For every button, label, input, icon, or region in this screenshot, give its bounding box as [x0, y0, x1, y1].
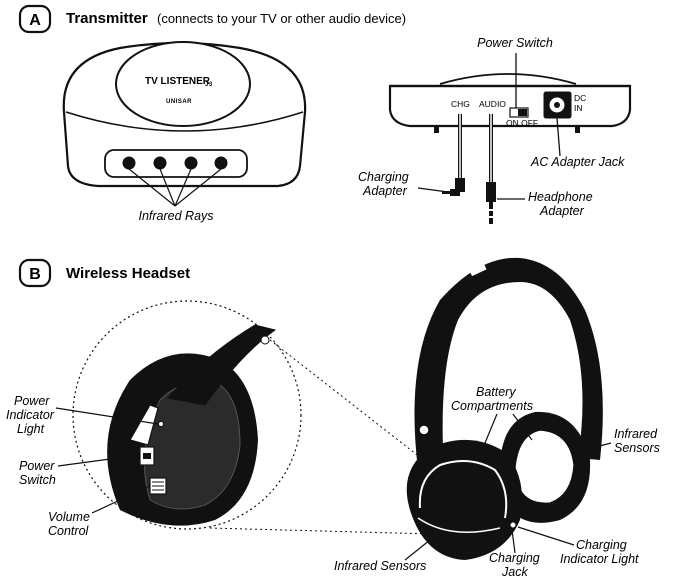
transmitter-rear-view	[388, 73, 632, 133]
leader-ac-adapter-jack	[556, 117, 561, 157]
label-infrared-sensors-right-line1: Infrared	[614, 427, 658, 441]
label-on-off: ON OFF	[506, 118, 538, 128]
charging-adapter-cable	[442, 114, 465, 196]
power-indicator-led	[158, 421, 164, 427]
charging-indicator-led	[509, 521, 517, 529]
label-battery-line1: Battery	[476, 385, 516, 399]
transmitter-rim	[65, 111, 304, 132]
headphone-adapter-cable	[486, 114, 496, 224]
label-battery-line2: Compartments	[451, 399, 533, 413]
infrared-window	[104, 149, 248, 178]
leader-battery-left	[479, 413, 498, 456]
headband	[414, 257, 603, 470]
label-ac-adapter-jack: AC Adapter Jack	[530, 155, 625, 169]
leader-infrared-sensors-right	[591, 442, 612, 449]
leader-power-switch-b	[57, 454, 141, 467]
transmitter-brand-suffix: J3	[205, 82, 213, 88]
infrared-rays-leaders	[128, 168, 222, 207]
label-power-indicator-line2: Indicator	[6, 408, 55, 422]
registered-mark	[260, 335, 270, 345]
label-infrared-rays: Infrared Rays	[138, 209, 213, 223]
transmitter-brand: TV LISTENER	[145, 76, 211, 87]
label-charging-jack-line1: Charging	[489, 551, 540, 565]
rear-top-dome	[439, 73, 577, 85]
zoom-circle	[72, 300, 302, 530]
label-power-switch-b-line2: Switch	[19, 473, 56, 487]
label-infrared-sensors-right-line2: Sensors	[614, 441, 660, 455]
rear-foot	[434, 126, 439, 133]
headset-full	[406, 257, 603, 560]
label-volume-control-line2: Control	[48, 524, 90, 538]
section-a-header: A Transmitter (connects to your TV or ot…	[18, 4, 406, 34]
leader-infrared-sensors-bottom	[404, 539, 431, 561]
section-a-badge	[18, 4, 52, 34]
label-in: IN	[574, 103, 583, 113]
headband-stem	[167, 324, 277, 406]
label-power-switch-a: Power Switch	[477, 36, 553, 50]
rear-foot	[575, 126, 580, 133]
label-charging-indicator-line2: Indicator Light	[560, 552, 639, 566]
label-charging-adapter-line1: Charging	[358, 170, 409, 184]
label-charging-jack-line2: Jack	[501, 565, 528, 579]
power-switch-knob	[518, 109, 527, 116]
section-b-badge	[18, 258, 52, 288]
infrared-emitter	[184, 156, 198, 170]
transmitter-top-disc	[115, 41, 251, 127]
section-b-header: B Wireless Headset	[18, 258, 190, 288]
label-chg-port: CHG	[451, 99, 470, 109]
section-a-subtitle: (connects to your TV or other audio devi…	[157, 11, 406, 26]
label-headphone-adapter-line1: Headphone	[528, 190, 593, 204]
leader-power-indicator	[55, 407, 159, 425]
earcup-closeup	[107, 324, 277, 526]
right-earcup-inner	[514, 429, 575, 504]
transmitter-maker: UNISAR	[166, 99, 192, 105]
label-audio-port: AUDIO	[479, 99, 506, 109]
leader-volume-control	[91, 485, 151, 514]
control-panel-strip	[129, 404, 159, 446]
label-power-indicator-line1: Power	[14, 394, 50, 408]
leader-battery-right	[512, 413, 533, 441]
section-b-title: Wireless Headset	[66, 265, 190, 282]
leader-charging-indicator	[517, 526, 575, 546]
leader-charging-adapter	[417, 187, 449, 193]
zoom-connector-top	[269, 339, 431, 466]
label-charging-indicator-line1: Charging	[576, 538, 627, 552]
infrared-emitter	[122, 156, 136, 170]
leader-charging-jack	[511, 529, 516, 554]
infrared-emitter	[153, 156, 167, 170]
label-headphone-adapter-line2: Adapter	[539, 204, 585, 218]
left-earcup	[406, 439, 523, 560]
label-dc: DC	[574, 93, 586, 103]
label-infrared-sensors-bottom: Infrared Sensors	[334, 559, 426, 573]
registered-mark	[418, 424, 430, 436]
label-power-switch-b-line1: Power	[19, 459, 55, 473]
label-volume-control-line1: Volume	[48, 510, 90, 524]
label-power-indicator-line3: Light	[17, 422, 45, 436]
section-a-badge-letter: A	[29, 12, 41, 29]
left-earcup-rim	[418, 460, 508, 519]
infrared-emitter	[214, 156, 228, 170]
label-charging-adapter-line2: Adapter	[362, 184, 408, 198]
section-b-badge-letter: B	[29, 266, 41, 283]
section-a-title: Transmitter	[66, 10, 148, 27]
transmitter-top-view	[62, 41, 307, 207]
